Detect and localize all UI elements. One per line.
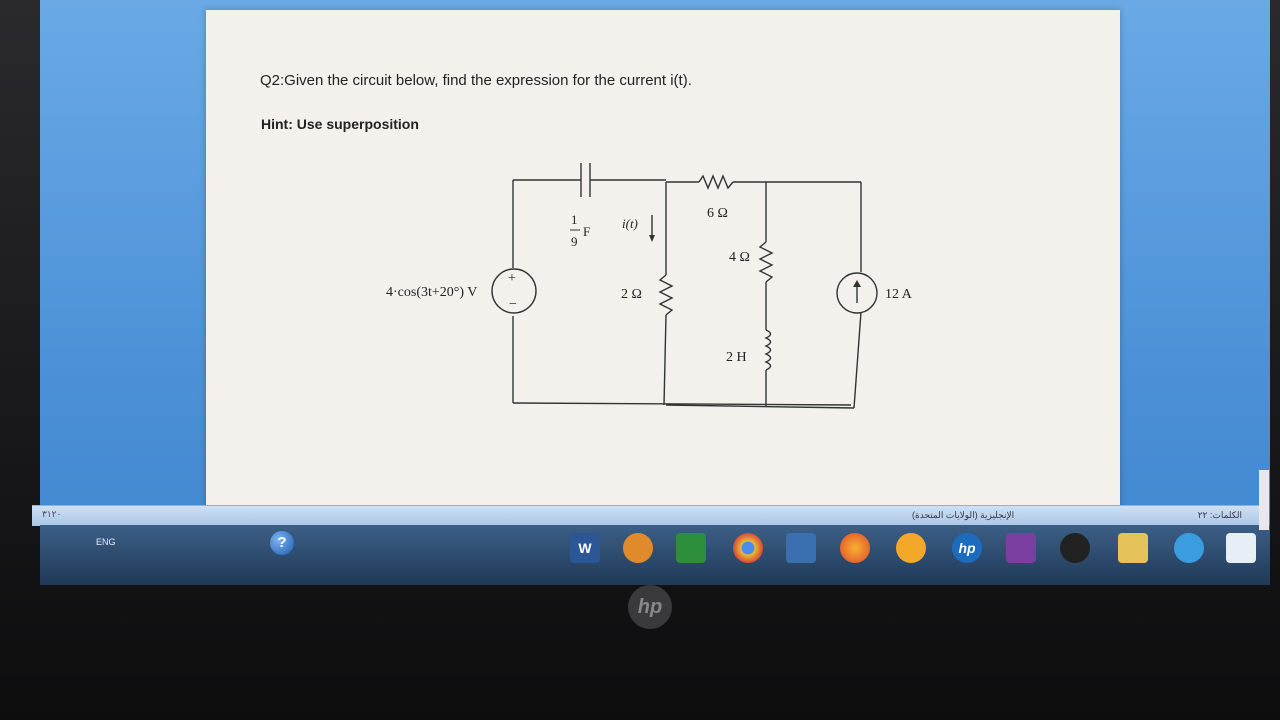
help-icon[interactable]: ? [270, 531, 294, 555]
question-text: Q2:Given the circuit below, find the exp… [260, 72, 692, 89]
resistor-6-label: 6 Ω [707, 206, 728, 221]
resistor-4-ohm [758, 241, 774, 283]
taskbar: ENG ? W hp [40, 525, 1270, 585]
media-taskbar-icon[interactable] [896, 533, 926, 563]
chrome-taskbar-icon[interactable] [733, 533, 763, 563]
current-source-arrow-head [853, 280, 861, 287]
voltage-plus: + [508, 271, 516, 286]
mail-taskbar-icon[interactable] [786, 533, 816, 563]
language-indicator[interactable]: الإنجليزية (الولايات المتحدة) [912, 510, 1015, 520]
current-label: i(t) [622, 216, 638, 231]
voltage-source-label: 4·cos(3t+20°) V [386, 285, 477, 300]
apps-taskbar-icon[interactable] [1006, 533, 1036, 563]
capacitor-value-den: 9 [571, 234, 578, 249]
resistor-4-label: 4 Ω [729, 250, 750, 265]
resistor-2-ohm [658, 274, 674, 316]
word-count[interactable]: الكلمات: ٢٢ [1197, 510, 1242, 520]
circuit-diagram: 4·cos(3t+20°) V + − 1 9 F i(t) 6 Ω 4 Ω 2… [386, 163, 913, 409]
firefox-taskbar-icon[interactable] [840, 533, 870, 563]
windows-start-icon[interactable] [1226, 533, 1256, 563]
language-button[interactable]: ENG [96, 537, 116, 547]
resistor-6-ohm [698, 174, 734, 190]
current-arrow-head [649, 235, 655, 242]
zoom-indicator[interactable]: ٣١٢٠ [42, 509, 62, 519]
store-taskbar-icon[interactable] [676, 533, 706, 563]
capacitor-unit: F [583, 224, 590, 239]
settings-taskbar-icon[interactable] [623, 533, 653, 563]
scrollbar[interactable] [1259, 470, 1269, 530]
voltage-minus: − [509, 297, 517, 312]
voltage-source [491, 268, 537, 314]
screen: Q2:Given the circuit below, find the exp… [40, 0, 1270, 585]
inductor-label: 2 H [726, 350, 747, 365]
inductor-coil [764, 329, 772, 371]
document-page: Q2:Given the circuit below, find the exp… [206, 10, 1120, 525]
ie-taskbar-icon[interactable] [1174, 533, 1204, 563]
hp-taskbar-icon[interactable]: hp [952, 533, 982, 563]
folder-taskbar-icon[interactable] [1118, 533, 1148, 563]
word-status-bar: ٣١٢٠ الإنجليزية (الولايات المتحدة) الكلم… [32, 505, 1262, 526]
camera-taskbar-icon[interactable] [1060, 533, 1090, 563]
hp-logo-icon: hp [628, 585, 672, 629]
current-source [836, 272, 878, 314]
capacitor-value-num: 1 [571, 212, 578, 227]
word-taskbar-icon[interactable]: W [570, 533, 600, 563]
hint-text: Hint: Use superposition [261, 116, 419, 132]
resistor-2-label: 2 Ω [621, 287, 642, 302]
current-source-label: 12 A [885, 287, 913, 302]
